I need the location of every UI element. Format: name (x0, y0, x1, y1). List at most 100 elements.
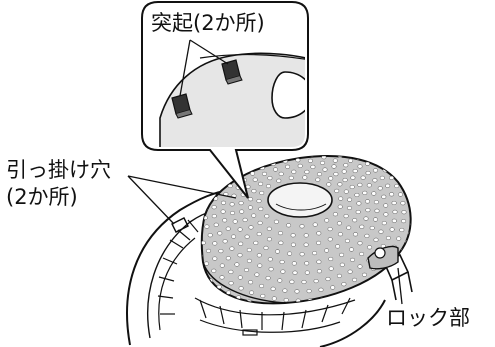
perforation-hole (358, 150, 362, 154)
perforation-hole (267, 176, 273, 181)
perforation-hole (281, 307, 285, 311)
perforation-hole (387, 163, 393, 168)
perforation-hole (386, 156, 392, 158)
perforation-hole (380, 283, 386, 288)
perforation-hole (213, 222, 219, 227)
perforation-hole (312, 142, 316, 146)
perforation-hole (419, 229, 423, 233)
perforation-hole (408, 156, 411, 159)
perforation-hole (238, 201, 244, 206)
perforation-hole (418, 202, 422, 206)
perforation-hole (193, 246, 197, 250)
perforation-hole (373, 217, 378, 222)
perforation-hole (167, 212, 171, 216)
perforation-hole (290, 242, 296, 247)
perforation-hole (206, 156, 212, 160)
perforation-hole (374, 130, 378, 134)
perforation-hole (410, 222, 411, 227)
perforation-hole (363, 282, 369, 287)
perforation-hole (407, 175, 411, 180)
perforation-hole (353, 287, 359, 292)
perforation-hole (174, 270, 178, 274)
perforation-hole (249, 290, 255, 295)
perforation-hole (318, 287, 324, 292)
perforation-hole (268, 267, 274, 272)
perforation-hole (359, 137, 363, 141)
perforation-hole (438, 213, 442, 217)
perforation-hole (313, 136, 317, 140)
perforation-hole (266, 237, 272, 242)
perforation-hole (389, 146, 393, 150)
perforation-hole (206, 248, 211, 253)
perforation-hole (393, 141, 397, 145)
perforation-hole (160, 199, 164, 203)
perforation-hole (311, 317, 315, 321)
perforation-hole (180, 278, 184, 282)
perforation-hole (283, 298, 289, 303)
perforation-hole (398, 192, 403, 197)
perforation-hole (385, 235, 391, 241)
perforation-hole (267, 257, 273, 262)
perforation-hole (373, 237, 379, 242)
perforation-hole (222, 239, 228, 244)
perforation-hole (369, 225, 375, 231)
perforation-hole (211, 214, 217, 219)
perforation-hole (243, 318, 247, 322)
perforation-hole (289, 327, 293, 331)
perforation-hole (278, 231, 283, 236)
perforation-hole (230, 303, 236, 304)
perforation-hole (184, 169, 188, 173)
perforation-hole (250, 163, 256, 168)
perforation-hole (211, 205, 217, 210)
perforation-hole (287, 317, 291, 321)
perforation-hole (248, 197, 253, 202)
perforation-hole (209, 160, 215, 165)
perforation-hole (373, 168, 378, 173)
perforation-hole (167, 221, 171, 225)
perforation-hole (172, 174, 176, 178)
perforation-hole (389, 227, 395, 232)
perforation-hole (225, 226, 231, 231)
perforation-hole (342, 177, 348, 183)
perforation-hole (239, 209, 245, 214)
perforation-hole (334, 314, 338, 318)
perforation-hole (254, 321, 258, 325)
perforation-hole (392, 209, 398, 214)
perforation-hole (389, 192, 395, 197)
perforation-hole (237, 227, 243, 232)
perforation-hole (230, 210, 235, 216)
perforation-hole (211, 292, 217, 297)
perforation-hole (291, 261, 297, 266)
perforation-hole (325, 276, 331, 282)
perforation-hole (270, 286, 276, 291)
perforation-hole (365, 170, 371, 176)
perforation-hole (380, 140, 384, 144)
perforation-hole (232, 314, 236, 318)
perforation-hole (257, 263, 263, 268)
perforation-hole (394, 170, 400, 175)
perforation-hole (362, 145, 366, 149)
perforation-hole (316, 259, 322, 264)
perforation-hole (372, 178, 378, 183)
perforation-hole (179, 195, 183, 199)
perforation-hole (168, 230, 172, 234)
perforation-hole (353, 121, 357, 125)
perforation-hole (314, 125, 318, 129)
perforation-hole (346, 311, 350, 315)
perforation-hole (365, 199, 370, 204)
perforation-hole (383, 212, 389, 217)
perforation-hole (306, 289, 312, 294)
perforation-hole (290, 233, 296, 238)
perforation-hole (216, 284, 222, 289)
perforation-hole (429, 219, 433, 223)
perforation-hole (438, 222, 442, 226)
perforation-hole (315, 119, 319, 123)
perforation-hole (180, 240, 184, 244)
perforation-hole (245, 159, 250, 164)
perforation-hole (301, 279, 307, 285)
perforation-hole (318, 131, 322, 135)
perforation-hole (343, 163, 349, 168)
perforation-hole (354, 192, 360, 198)
perforation-hole (337, 204, 343, 209)
perforation-hole (212, 241, 218, 246)
